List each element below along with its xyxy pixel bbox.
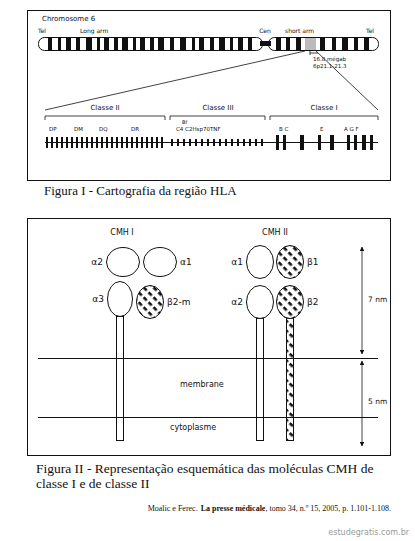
domain-label: α1 [180, 258, 192, 267]
source-citation: , tomo 34, n.º 15, 2005, p. 1.101-1.108. [265, 504, 391, 513]
transmembrane-stalk [257, 319, 264, 441]
telomere-label: Tel [366, 28, 374, 35]
domain-label: β2 [307, 298, 318, 307]
domain-outline [246, 285, 274, 319]
arm-label: Long arm [80, 28, 108, 35]
arm-label: short arm [285, 28, 314, 35]
cytoband-label: 6p21.1-21.3 [313, 63, 346, 69]
centromere-label: Cen [259, 28, 271, 35]
region-tick [310, 51, 318, 55]
membrane-label: membrane [180, 381, 224, 389]
molecule-title: CMH II [262, 229, 288, 238]
domain-label: α2 [231, 298, 243, 307]
molecule-title: CMH I [110, 229, 133, 238]
dimension-label: 7 nm [368, 296, 387, 304]
figure-caption: Figura II - Representação esquemática da… [36, 462, 388, 492]
domain-outline [276, 285, 304, 319]
domain-outline [143, 247, 177, 277]
hla-region [305, 38, 316, 50]
domain-ellipse [247, 246, 274, 279]
dimension-arrow [362, 361, 363, 446]
transmembrane-stalk [287, 319, 294, 441]
beta-chain-domain: β1 [276, 245, 304, 279]
figure-frame [28, 219, 391, 456]
domain-outline [246, 245, 274, 279]
gene-label: DM [74, 126, 83, 132]
dimension-arrow [362, 247, 363, 354]
domain-ellipse [144, 248, 177, 277]
domain-ellipse [108, 282, 133, 317]
domain-outline [136, 285, 164, 319]
gene-label: E [320, 126, 323, 132]
domain-ellipse [137, 286, 164, 319]
source-citation: Moalic e Ferec. [148, 504, 198, 513]
class-label: Classe III [202, 105, 233, 113]
class-ii-genes [47, 137, 162, 148]
alpha-chain-domain: α1 [246, 245, 274, 279]
domain-label: β2-m [167, 298, 190, 307]
chromosome-title: Chromosome 6 [42, 16, 95, 24]
figure-frame [28, 11, 391, 181]
domain-label: α2 [91, 258, 103, 267]
class-label: Classe II [90, 105, 119, 113]
class-i-genes [276, 135, 373, 150]
domain-ellipse [247, 286, 274, 319]
beta2m-domain: β2-m [136, 285, 164, 319]
membrane-band: membrane [38, 358, 378, 418]
gene-label: DQ [99, 126, 108, 132]
domain-label: α1 [231, 258, 243, 267]
region-size: 16.8 mégab [313, 56, 346, 62]
domain-label: α3 [92, 295, 104, 304]
gene-label: B C [279, 126, 288, 132]
domain-outline [107, 281, 133, 317]
heavy-chain-domain: α1 [143, 247, 177, 277]
domain-label: β1 [307, 258, 318, 267]
beta-chain-domain: β2 [276, 285, 304, 319]
dimension-label: 5 nm [368, 398, 387, 406]
zoom-lines [45, 51, 378, 110]
figure-caption: Figura I - Cartografia da região HLA [44, 184, 237, 198]
gene-label: DR [131, 126, 139, 132]
gene-label: Bf [182, 120, 187, 126]
class-label: Classe I [310, 105, 337, 113]
centromere [260, 41, 271, 46]
gene-label: DP [49, 126, 57, 132]
domain-ellipse [277, 246, 304, 279]
source-journal: La presse médicale [201, 504, 266, 513]
gene-label: A G F [344, 126, 359, 132]
region-label: cytoplasme [170, 424, 216, 433]
gene-label: C4 C2Hsp70TNF [176, 126, 221, 132]
gene-map-line [45, 142, 378, 143]
transmembrane-stalk [117, 317, 124, 441]
alpha-chain-domain: α2 [246, 285, 274, 319]
class-iii-genes [172, 139, 262, 146]
domain-outline [276, 245, 304, 279]
telomere-label: Tel [38, 28, 46, 35]
domain-outline [106, 247, 140, 277]
domain-ellipse [107, 248, 140, 277]
watermark: estudegratis.com.br [328, 529, 409, 538]
domain-ellipse [277, 286, 304, 319]
class-brackets [45, 116, 378, 120]
source-line: Moalic e Ferec.La presse médicale, tomo … [148, 497, 391, 515]
chromosome-bands [48, 38, 369, 50]
heavy-chain-domain: α2 [106, 247, 140, 277]
heavy-chain-domain: α3 [107, 281, 133, 317]
